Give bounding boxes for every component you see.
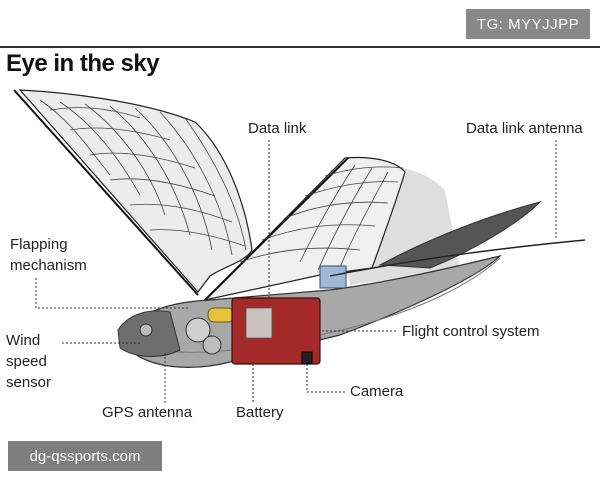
- right-wing-feathers: [239, 164, 404, 273]
- telegram-watermark: TG: MYYJJPP: [466, 9, 590, 39]
- right-wing-leading-edge: [204, 157, 349, 301]
- battery-panel: [245, 307, 273, 339]
- site-watermark: dg-qssports.com: [8, 441, 162, 471]
- tail: [378, 201, 542, 269]
- label-flapping-line2: mechanism: [10, 257, 87, 274]
- label-wind-line2: speed: [6, 353, 47, 370]
- label-wind-speed-sensor: Wind speed sensor: [6, 330, 51, 393]
- label-wind-line3: sensor: [6, 374, 52, 391]
- label-flapping-mechanism: Flapping mechanism: [10, 234, 87, 276]
- label-camera: Camera: [350, 383, 404, 400]
- left-wing-feathers: [39, 99, 247, 256]
- gear-a: [185, 317, 211, 343]
- leader-camera: [306, 364, 346, 393]
- label-flight-control-system: Flight control system: [402, 323, 540, 340]
- label-gps-antenna: GPS antenna: [102, 404, 193, 421]
- left-wing: [18, 89, 253, 293]
- label-battery: Battery: [236, 404, 284, 421]
- label-data-link-antenna: Data link antenna: [466, 120, 583, 137]
- diagram-title: Eye in the sky: [6, 50, 160, 77]
- data-link-antenna: [329, 239, 586, 277]
- left-wing-leading-edge: [13, 89, 199, 296]
- wind-sensor-disc: [139, 323, 153, 337]
- data-link-module: [319, 265, 347, 289]
- label-wind-line1: Wind: [6, 332, 41, 349]
- label-flapping-line1: Flapping: [10, 236, 68, 253]
- motor: [207, 307, 235, 323]
- gear-b: [202, 335, 222, 355]
- fuselage-shading: [149, 257, 501, 353]
- camera-lens: [301, 351, 313, 365]
- leader-lines: [35, 140, 557, 404]
- leader-flapping: [35, 278, 190, 309]
- label-data-link: Data link: [248, 120, 307, 137]
